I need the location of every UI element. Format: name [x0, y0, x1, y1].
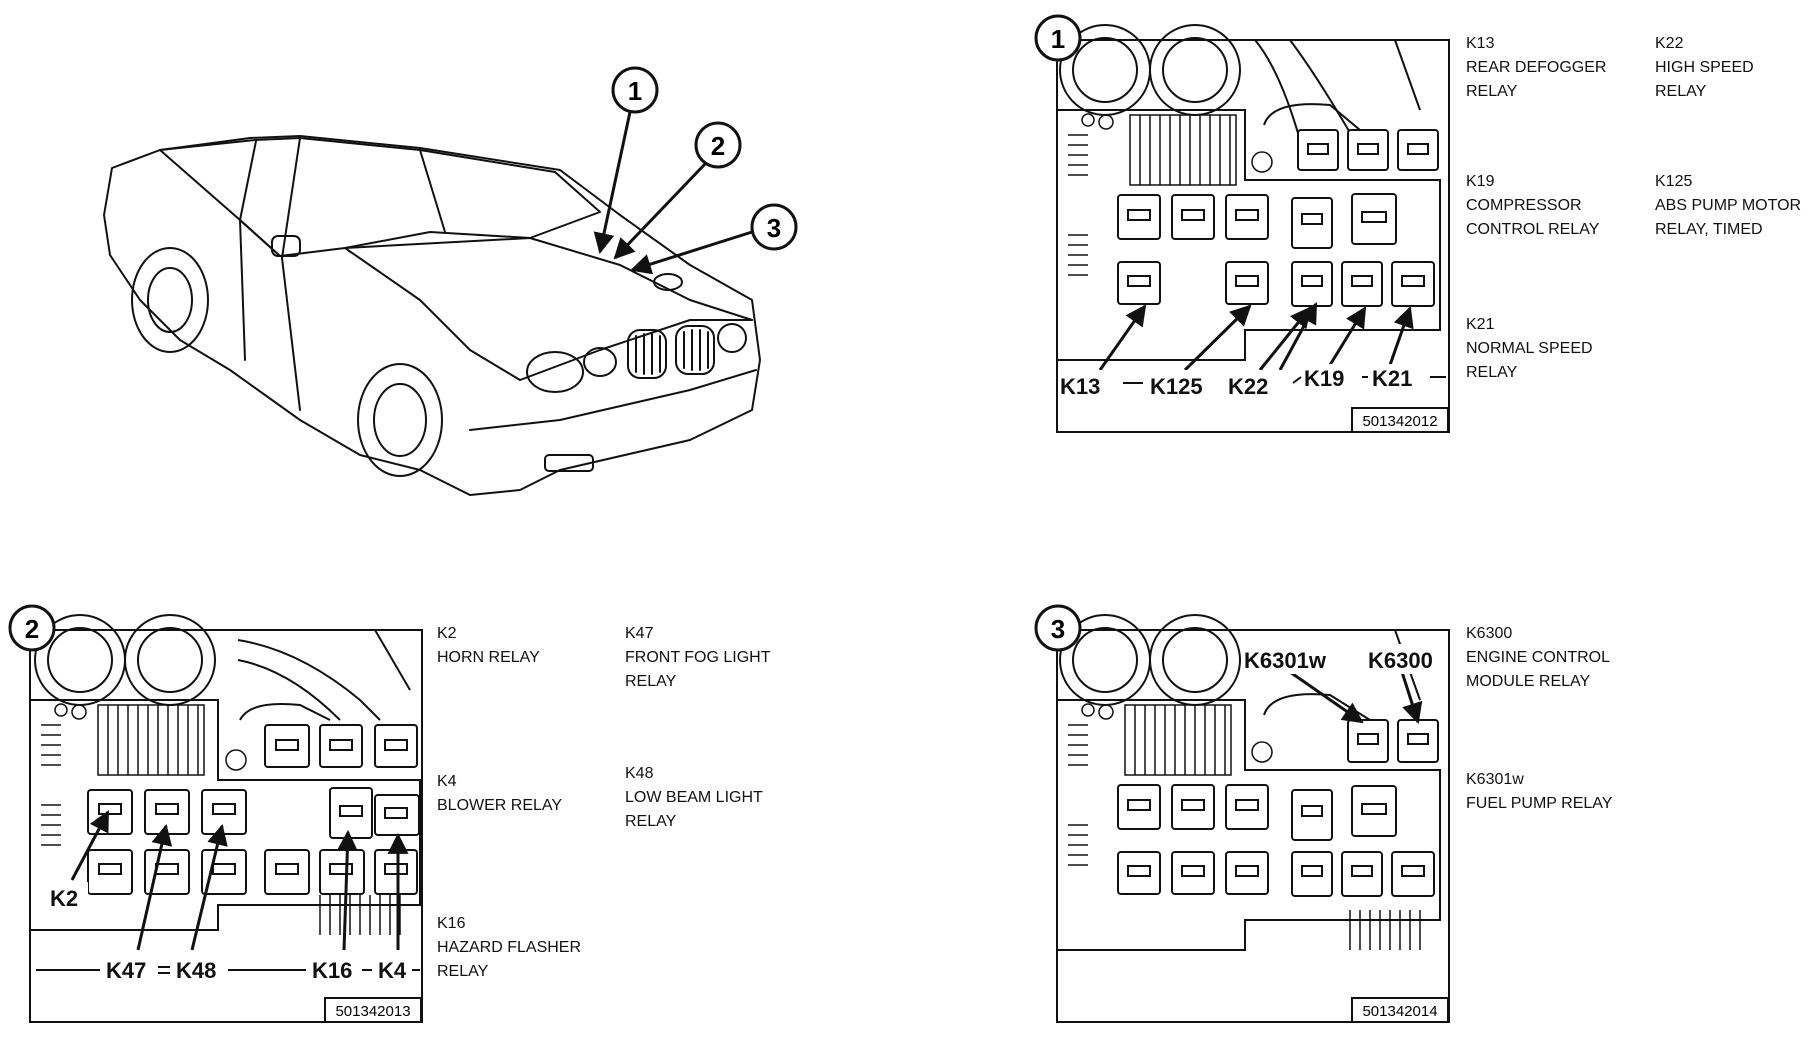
legend-k125: K125 ABS PUMP MOTOR RELAY, TIMED — [1655, 170, 1801, 242]
image-code: 501342014 — [1362, 1003, 1437, 1020]
relay-label-k2: K2 — [50, 886, 78, 911]
legend-k2: K2 HORN RELAY — [437, 622, 540, 670]
legend-code: K6300 — [1466, 625, 1513, 642]
legend-k47: K47 FRONT FOG LIGHT RELAY — [625, 622, 770, 694]
relay-panel-3: 3 K6301w K6300 501342014 — [1034, 604, 1450, 1023]
car-callout-1: 1 — [593, 66, 659, 255]
relay-label-k4: K4 — [378, 958, 407, 983]
legend-desc: FUEL PUMP RELAY — [1466, 795, 1613, 812]
legend-desc: ABS PUMP MOTOR RELAY, TIMED — [1655, 197, 1802, 238]
panel-number: 2 — [25, 614, 39, 644]
panel-number: 3 — [1051, 614, 1065, 644]
relay-label-k21: K21 — [1372, 366, 1412, 391]
legend-desc: LOW BEAM LIGHT RELAY — [625, 789, 763, 830]
legend-k22: K22 HIGH SPEED RELAY — [1655, 32, 1754, 104]
callout-number: 2 — [711, 131, 725, 161]
panel-number: 1 — [1051, 24, 1065, 54]
relay-label-k6300: K6300 — [1368, 648, 1433, 673]
relay-label-k16: K16 — [312, 958, 352, 983]
legend-code: K16 — [437, 915, 466, 932]
callout-number: 1 — [628, 76, 642, 106]
car-callout-3: 3 — [629, 203, 798, 275]
legend-code: K2 — [437, 625, 457, 642]
legend-desc: COMPRESSOR CONTROL RELAY — [1466, 197, 1600, 238]
legend-code: K47 — [625, 625, 654, 642]
legend-code: K48 — [625, 765, 654, 782]
legend-desc: HIGH SPEED RELAY — [1655, 59, 1754, 100]
legend-code: K21 — [1466, 316, 1495, 333]
legend-code: K13 — [1466, 35, 1495, 52]
image-code: 501342013 — [335, 1003, 410, 1020]
relay-panel-1: 1 K13 K125 K22 K19 K21 501342012 — [1034, 14, 1450, 433]
legend-desc: REAR DEFOGGER RELAY — [1466, 59, 1607, 100]
legend-desc: FRONT FOG LIGHT RELAY — [625, 649, 771, 690]
car-illustration — [103, 135, 761, 496]
relay-label-k47: K47 — [106, 958, 146, 983]
legend-k16: K16 HAZARD FLASHER RELAY — [437, 912, 581, 984]
legend-code: K6301w — [1466, 771, 1524, 788]
image-code: 501342012 — [1362, 413, 1437, 430]
legend-code: K125 — [1655, 173, 1693, 190]
legend-code: K22 — [1655, 35, 1684, 52]
legend-code: K4 — [437, 773, 457, 790]
relay-panel-2: 2 K2 K47 K48 K16 K4 501342013 — [8, 604, 423, 1023]
legend-desc: ENGINE CONTROL MODULE RELAY — [1466, 649, 1611, 690]
legend-code: K19 — [1466, 173, 1495, 190]
legend-desc: NORMAL SPEED RELAY — [1466, 340, 1593, 381]
relay-label-k6301w: K6301w — [1244, 648, 1327, 673]
legend-k6301w: K6301w FUEL PUMP RELAY — [1466, 768, 1612, 816]
legend-k48: K48 LOW BEAM LIGHT RELAY — [625, 762, 763, 834]
legend-k21: K21 NORMAL SPEED RELAY — [1466, 313, 1593, 385]
legend-k13: K13 REAR DEFOGGER RELAY — [1466, 32, 1606, 104]
legend-desc: HAZARD FLASHER RELAY — [437, 939, 582, 980]
legend-desc: HORN RELAY — [437, 649, 540, 666]
relay-label-k19: K19 — [1304, 366, 1344, 391]
relay-label-k125: K125 — [1150, 374, 1203, 399]
callout-number: 3 — [767, 213, 781, 243]
legend-k19: K19 COMPRESSOR CONTROL RELAY — [1466, 170, 1599, 242]
legend-k6300: K6300 ENGINE CONTROL MODULE RELAY — [1466, 622, 1610, 694]
relay-label-k48: K48 — [176, 958, 216, 983]
car-callout-2: 2 — [613, 121, 742, 260]
relay-label-k22: K22 — [1228, 374, 1268, 399]
legend-desc: BLOWER RELAY — [437, 797, 563, 814]
relay-label-k13: K13 — [1060, 374, 1100, 399]
legend-k4: K4 BLOWER RELAY — [437, 770, 562, 818]
